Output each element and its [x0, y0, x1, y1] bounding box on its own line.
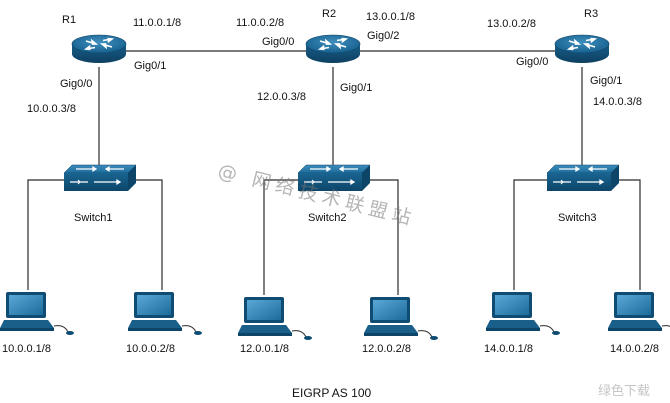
- host-ip-label: 14.0.0.1/8: [484, 343, 533, 355]
- interface-name-label: Gig0/0: [262, 36, 295, 48]
- switch-arrows-icon: [304, 166, 358, 185]
- interface-ip-label: 11.0.0.1/8: [133, 17, 182, 29]
- router-r3[interactable]: [554, 34, 610, 63]
- switch-arrows-icon: [553, 166, 607, 185]
- switch-label: Switch1: [74, 212, 113, 224]
- router-arrows-icon: [566, 37, 598, 51]
- interface-name-label: Gig0/1: [134, 60, 167, 72]
- router-arrows-icon: [317, 37, 349, 51]
- switch-switch1[interactable]: [63, 164, 137, 191]
- host-ip-label: 14.0.0.2/8: [610, 343, 659, 355]
- pc-host-6[interactable]: [608, 292, 670, 335]
- switch-arrows-icon: [70, 166, 124, 185]
- pc-host-1[interactable]: [0, 292, 74, 335]
- pc-host-4[interactable]: [364, 297, 438, 340]
- interface-name-label: Gig0/0: [60, 78, 93, 90]
- switch-switch3[interactable]: [546, 164, 620, 191]
- interface-ip-label: 12.0.0.3/8: [257, 91, 306, 103]
- interface-ip-label: 13.0.0.1/8: [366, 11, 415, 23]
- pc-host-2[interactable]: [128, 292, 202, 335]
- interface-name-label: Gig0/0: [516, 56, 549, 68]
- pc-host-3[interactable]: [238, 297, 312, 340]
- router-label: R3: [584, 8, 599, 20]
- host-ip-label: 12.0.0.1/8: [240, 343, 289, 355]
- pc-host-5[interactable]: [486, 292, 560, 335]
- interface-name-label: Gig0/1: [590, 75, 623, 87]
- interface-name-label: Gig0/1: [340, 82, 373, 94]
- host-ip-label: 10.0.0.1/8: [2, 343, 51, 355]
- router-label: R1: [62, 14, 77, 26]
- switch-label: Switch2: [308, 212, 347, 224]
- interface-ip-label: 14.0.0.3/8: [593, 96, 642, 108]
- router-r1[interactable]: [71, 34, 127, 63]
- interface-ip-label: 13.0.0.2/8: [487, 18, 536, 30]
- link-switch2-pc4: [366, 179, 399, 295]
- host-ip-label: 12.0.0.2/8: [362, 343, 411, 355]
- router-r2[interactable]: [305, 34, 361, 63]
- host-ip-label: 10.0.0.2/8: [126, 343, 175, 355]
- switch-switch2[interactable]: [297, 164, 371, 191]
- links: [27, 50, 641, 295]
- link-switch1-pc2: [134, 179, 163, 290]
- corner-logo-watermark: 绿色下载: [598, 384, 651, 399]
- router-label: R2: [322, 8, 337, 20]
- diagram-caption: EIGRP AS 100: [292, 386, 372, 400]
- router-arrows-icon: [83, 37, 115, 51]
- interface-ip-label: 11.0.0.2/8: [236, 17, 285, 29]
- link-switch3-pc5: [513, 179, 549, 290]
- interface-ip-label: 10.0.0.3/8: [27, 103, 76, 115]
- link-switch3-pc6: [615, 179, 641, 290]
- switch-label: Switch3: [558, 212, 597, 224]
- interface-name-label: Gig0/2: [367, 30, 400, 42]
- link-switch2-pc3: [263, 179, 300, 295]
- link-switch1-pc1: [27, 179, 66, 290]
